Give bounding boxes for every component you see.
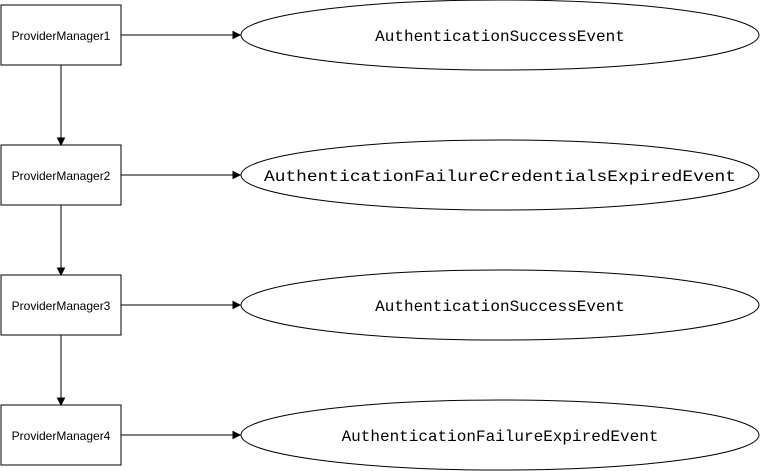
provider-manager-1[interactable]: ProviderManager1	[0, 4, 122, 66]
provider-manager-3-label: ProviderManager3	[12, 299, 111, 313]
event-1-ellipse	[240, 0, 760, 71]
provider-manager-4-label: ProviderManager4	[12, 429, 111, 443]
manager-event-edges	[121, 30, 242, 440]
provider-manager-3-box	[0, 274, 122, 336]
provider-manager-2-label: ProviderManager2	[12, 169, 111, 183]
provider-manager-4-box	[0, 404, 122, 466]
event-4-ellipse	[240, 399, 760, 471]
edge-manager1-to-event1	[121, 30, 242, 40]
provider-manager-1-label: ProviderManager1	[12, 29, 111, 43]
event-1-label: AuthenticationSuccessEvent	[375, 28, 625, 46]
event-2-label: AuthenticationFailureCredentialsExpiredE…	[264, 168, 736, 186]
provider-manager-2[interactable]: ProviderManager2	[0, 144, 122, 206]
event-2[interactable]: AuthenticationFailureCredentialsExpiredE…	[240, 139, 760, 211]
event-4-label: AuthenticationFailureExpiredEvent	[342, 428, 659, 446]
edge-manager2-to-event2	[121, 170, 242, 180]
event-3-label: AuthenticationSuccessEvent	[375, 298, 625, 316]
edge-manager1-to-manager2	[56, 65, 66, 147]
event-4[interactable]: AuthenticationFailureExpiredEvent	[240, 399, 760, 471]
edge-manager3-to-manager4	[56, 335, 66, 407]
edge-manager4-to-event4	[121, 430, 242, 440]
manager-chain-edges	[56, 65, 66, 407]
event-3-ellipse	[240, 269, 760, 341]
edge-manager3-to-event3	[121, 300, 242, 310]
provider-manager-1-box	[0, 4, 122, 66]
provider-manager-4[interactable]: ProviderManager4	[0, 404, 122, 466]
edge-manager2-to-manager3	[56, 205, 66, 277]
provider-manager-3[interactable]: ProviderManager3	[0, 274, 122, 336]
event-3[interactable]: AuthenticationSuccessEvent	[240, 269, 760, 341]
event-2-ellipse	[240, 139, 760, 211]
provider-manager-2-box	[0, 144, 122, 206]
event-1[interactable]: AuthenticationSuccessEvent	[240, 0, 760, 71]
